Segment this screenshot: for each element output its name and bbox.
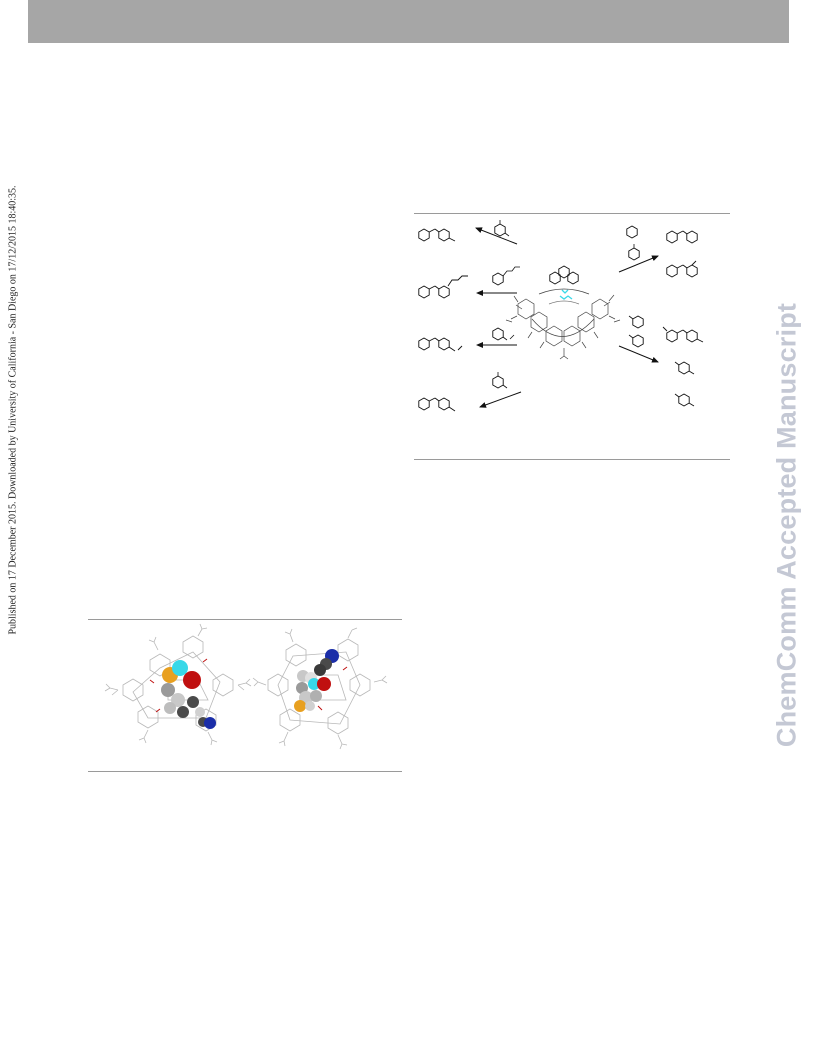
- reagent-left-1: [494, 220, 510, 237]
- reagent-right-2: [628, 315, 644, 348]
- reagent-right-1: [626, 225, 640, 261]
- product-right-3: [662, 326, 704, 342]
- left-model-wireframe: [104, 623, 252, 746]
- arrow-left-4: [479, 391, 522, 408]
- product-left-3: [419, 338, 463, 352]
- figure-bottom-rule: [88, 771, 402, 772]
- scheme-bottom-rule: [414, 459, 730, 460]
- right-model-atoms: [294, 649, 339, 712]
- product-right-1: [667, 231, 697, 243]
- reagent-left-4: [492, 372, 508, 389]
- right-model-wireframe: [252, 627, 388, 750]
- molecular-model-svg: [104, 623, 388, 750]
- watermark-text: ChemComm Accepted Manuscript: [771, 302, 802, 748]
- left-model-red-bonds: [149, 658, 208, 713]
- product-left-1: [419, 229, 456, 241]
- arrow-left-1: [475, 227, 518, 245]
- reaction-scheme: [414, 214, 730, 458]
- reagent-left-2: [492, 266, 520, 286]
- figure-top-rule: [88, 619, 402, 620]
- product-left-2: [419, 275, 468, 298]
- product-right-5: [674, 393, 695, 407]
- reaction-scheme-svg: [414, 220, 704, 412]
- central-catalyst-structure: [505, 265, 621, 360]
- product-right-4: [674, 361, 695, 375]
- publication-note-text: Published on 17 December 2015. Downloade…: [7, 185, 19, 635]
- product-left-4: [419, 398, 456, 412]
- molecular-model-figure: [88, 620, 402, 772]
- product-right-2: [667, 260, 697, 277]
- scheme-top-rule: [414, 213, 730, 214]
- reagent-left-3: [492, 327, 515, 341]
- catalyst-metal-center-icon: [559, 289, 573, 300]
- journal-header-bar: [28, 0, 789, 43]
- arrow-right-2: [618, 345, 659, 363]
- arrow-right-1: [618, 255, 659, 273]
- left-model-atoms: [161, 660, 216, 729]
